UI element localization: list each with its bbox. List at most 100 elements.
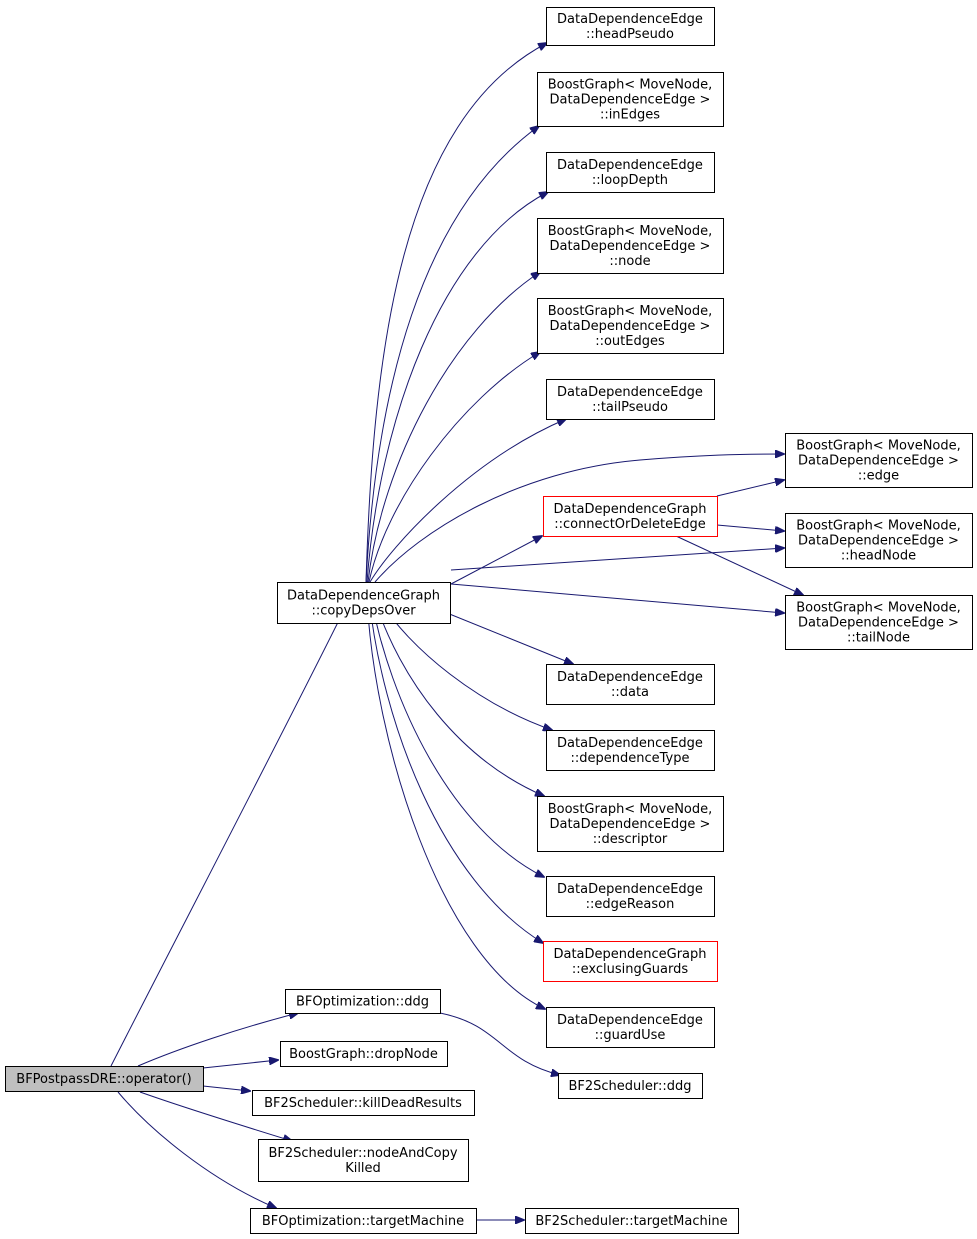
node-box bbox=[285, 989, 441, 1014]
node-label-line: BoostGraph< MoveNode, bbox=[548, 224, 713, 239]
edge-connectOrDeleteEdge-to-headNode bbox=[716, 524, 784, 531]
node-label-line: ::outEdges bbox=[595, 334, 665, 349]
node-outEdges[interactable]: BoostGraph< MoveNode,DataDependenceEdge … bbox=[537, 298, 724, 354]
edge-copyDepsOver-to-outEdges bbox=[368, 352, 540, 583]
node-label-line: BF2Scheduler::nodeAndCopy bbox=[268, 1146, 457, 1161]
node-label-line: ::node bbox=[609, 254, 650, 269]
node-label-line: BoostGraph< MoveNode, bbox=[548, 78, 713, 93]
node-label-line: DataDependenceEdge > bbox=[550, 239, 711, 254]
node-loopDepth[interactable]: DataDependenceEdge::loopDepth bbox=[546, 152, 715, 193]
node-box bbox=[537, 796, 724, 852]
node-label-line: Killed bbox=[345, 1161, 381, 1176]
node-box bbox=[543, 941, 718, 982]
node-label-line: ::connectOrDeleteEdge bbox=[554, 517, 706, 532]
node-label-line: ::tailNode bbox=[847, 631, 910, 646]
node-connectOrDeleteEdge[interactable]: DataDependenceGraph::connectOrDeleteEdge bbox=[543, 496, 718, 537]
node-label-line: DataDependenceEdge > bbox=[798, 616, 959, 631]
edge-root-to-bfoptTargetMachine bbox=[117, 1091, 276, 1208]
node-dependenceType[interactable]: DataDependenceEdge::dependenceType bbox=[546, 730, 715, 771]
node-box bbox=[5, 1066, 204, 1092]
node-box bbox=[546, 152, 715, 193]
node-root[interactable]: BFPostpassDRE::operator() bbox=[5, 1066, 204, 1092]
node-descriptor[interactable]: BoostGraph< MoveNode,DataDependenceEdge … bbox=[537, 796, 724, 852]
node-label-line: DataDependenceEdge > bbox=[550, 93, 711, 108]
edge-connectOrDeleteEdge-to-edge bbox=[716, 480, 784, 497]
node-guardUse[interactable]: DataDependenceEdge::guardUse bbox=[546, 1007, 715, 1048]
node-label-line: BoostGraph< MoveNode, bbox=[796, 519, 961, 534]
node-label-line: DataDependenceEdge bbox=[557, 670, 703, 685]
node-label-line: BFPostpassDRE::operator() bbox=[16, 1072, 191, 1087]
node-label-line: BoostGraph::dropNode bbox=[289, 1047, 438, 1062]
node-box bbox=[785, 595, 973, 650]
node-box bbox=[250, 1208, 477, 1234]
node-headPseudo[interactable]: DataDependenceEdge::headPseudo bbox=[546, 7, 715, 46]
edge-root-to-copyDepsOver bbox=[110, 598, 350, 1067]
node-label-line: DataDependenceEdge bbox=[557, 12, 703, 27]
edges-layer bbox=[110, 43, 803, 1220]
node-box bbox=[525, 1208, 739, 1234]
node-label-line: ::descriptor bbox=[593, 832, 668, 847]
node-label-line: DataDependenceEdge > bbox=[550, 817, 711, 832]
edge-copyDepsOver-to-exclusingGuards bbox=[368, 597, 543, 943]
node-edge[interactable]: BoostGraph< MoveNode,DataDependenceEdge … bbox=[785, 433, 973, 488]
node-box bbox=[537, 298, 724, 354]
node-label-line: DataDependenceGraph bbox=[287, 589, 440, 604]
edge-copyDepsOver-to-loopDepth bbox=[366, 192, 548, 583]
node-label-line: ::headPseudo bbox=[586, 27, 674, 42]
node-label-line: ::dependenceType bbox=[571, 751, 690, 766]
node-bf2Ddg[interactable]: BF2Scheduler::ddg bbox=[558, 1073, 703, 1099]
node-label-line: BoostGraph< MoveNode, bbox=[548, 802, 713, 817]
node-data[interactable]: DataDependenceEdge::data bbox=[546, 664, 715, 705]
node-exclusingGuards[interactable]: DataDependenceGraph::exclusingGuards bbox=[543, 941, 718, 982]
node-node[interactable]: BoostGraph< MoveNode,DataDependenceEdge … bbox=[537, 218, 724, 274]
node-box bbox=[785, 433, 973, 488]
edge-copyDepsOver-to-edgeReason bbox=[370, 597, 544, 877]
node-edgeReason[interactable]: DataDependenceEdge::edgeReason bbox=[546, 876, 715, 917]
node-label-line: DataDependenceEdge > bbox=[798, 534, 959, 549]
node-box bbox=[537, 72, 724, 127]
node-bfoptDdg[interactable]: BFOptimization::ddg bbox=[285, 989, 441, 1014]
edge-copyDepsOver-to-inEdges bbox=[365, 126, 539, 583]
node-box bbox=[546, 730, 715, 771]
node-label-line: DataDependenceEdge > bbox=[798, 454, 959, 469]
node-label-line: ::edge bbox=[858, 469, 899, 484]
node-label-line: ::exclusingGuards bbox=[572, 962, 689, 977]
node-killDeadResults[interactable]: BF2Scheduler::killDeadResults bbox=[252, 1090, 475, 1116]
node-bfoptTargetMachine[interactable]: BFOptimization::targetMachine bbox=[250, 1208, 477, 1234]
node-label-line: DataDependenceEdge bbox=[557, 1013, 703, 1028]
node-tailNode[interactable]: BoostGraph< MoveNode,DataDependenceEdge … bbox=[785, 595, 973, 650]
edge-copyDepsOver-to-tailNode bbox=[450, 583, 784, 613]
node-label-line: DataDependenceGraph bbox=[553, 502, 706, 517]
node-label-line: DataDependenceEdge bbox=[557, 736, 703, 751]
edge-connectOrDeleteEdge-to-tailNode bbox=[675, 535, 803, 595]
node-dropNode[interactable]: BoostGraph::dropNode bbox=[280, 1041, 448, 1067]
node-headNode[interactable]: BoostGraph< MoveNode,DataDependenceEdge … bbox=[785, 513, 973, 568]
node-label-line: ::headNode bbox=[841, 549, 916, 564]
node-label-line: BoostGraph< MoveNode, bbox=[548, 304, 713, 319]
node-box bbox=[546, 7, 715, 46]
node-label-line: DataDependenceEdge bbox=[557, 882, 703, 897]
node-label-line: ::tailPseudo bbox=[592, 400, 668, 415]
edge-bfoptDdg-to-bf2Ddg bbox=[439, 1012, 560, 1075]
node-tailPseudo[interactable]: DataDependenceEdge::tailPseudo bbox=[546, 379, 715, 420]
edge-copyDepsOver-to-edge bbox=[374, 454, 784, 583]
node-label-line: BoostGraph< MoveNode, bbox=[796, 601, 961, 616]
node-label-line: BoostGraph< MoveNode, bbox=[796, 439, 961, 454]
node-inEdges[interactable]: BoostGraph< MoveNode,DataDependenceEdge … bbox=[537, 72, 724, 127]
edge-root-to-bfoptDdg bbox=[137, 1013, 298, 1067]
node-label-line: BF2Scheduler::killDeadResults bbox=[264, 1096, 462, 1111]
node-box bbox=[785, 513, 973, 568]
node-box bbox=[546, 379, 715, 420]
node-label-line: BF2Scheduler::targetMachine bbox=[535, 1214, 727, 1229]
node-box bbox=[252, 1090, 475, 1116]
node-box bbox=[537, 218, 724, 274]
node-label-line: ::loopDepth bbox=[592, 173, 668, 188]
node-box bbox=[280, 1041, 448, 1067]
node-bf2TargetMachine[interactable]: BF2Scheduler::targetMachine bbox=[525, 1208, 739, 1234]
node-label-line: ::inEdges bbox=[600, 108, 660, 123]
node-box bbox=[546, 876, 715, 917]
node-box bbox=[543, 496, 718, 537]
node-copyDepsOver[interactable]: DataDependenceGraph::copyDepsOver bbox=[277, 582, 451, 624]
